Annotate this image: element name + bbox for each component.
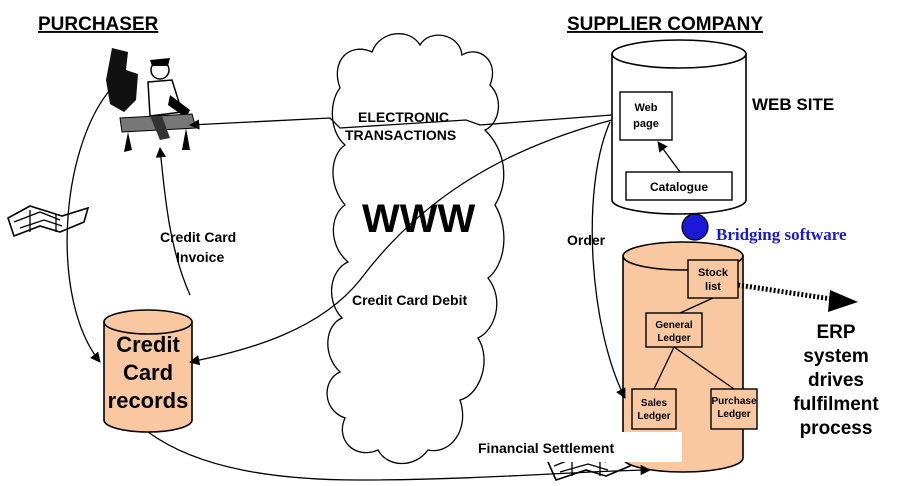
stock-line2: list [705,281,721,293]
erp-line5: process [800,418,873,439]
sales-ledger-box [632,389,676,429]
purchase-line1: Purchase [711,396,756,407]
general-line2: Ledger [657,333,690,344]
web-site-label: WEB SITE [752,95,834,114]
purchaser-person-icon [106,48,196,152]
credit-card-debit-label: Credit Card Debit [352,292,467,308]
records-line3: records [108,388,189,413]
erp-line2: system [803,346,869,367]
bridging-label: Bridging software [716,225,847,244]
erp-line3: drives [808,370,864,391]
general-line1: General [655,320,692,331]
web-page-line1: Web [634,102,657,114]
purchase-line2: Ledger [717,409,750,420]
erp-line4: fulfilment [793,394,879,415]
money-stack-icon [8,206,88,236]
erp-arrowhead-icon [828,290,858,312]
order-label: Order [567,232,606,248]
erp-line1: ERP [816,322,855,343]
transactions-label: TRANSACTIONS [345,127,456,143]
invoice-line2: Invoice [176,249,224,265]
sales-line1: Sales [641,398,668,409]
web-page-box [620,92,672,140]
erp-out-arrow [738,285,838,300]
stock-line1: Stock [698,267,729,279]
financial-settlement-label: Financial Settlement [478,440,614,456]
purchaser-heading: PURCHASER [38,14,159,35]
web-page-line2: page [633,118,659,130]
www-cloud [327,34,504,464]
sales-line2: Ledger [637,411,670,422]
records-line2: Card [123,360,173,385]
catalogue-label: Catalogue [650,180,708,194]
bridging-node [682,214,708,240]
invoice-arrow [160,148,190,295]
electronic-label: ELECTRONIC [358,109,449,125]
supplier-heading: SUPPLIER COMPANY [567,14,763,35]
www-label: WWW [362,197,476,241]
records-line1: Credit [116,332,180,357]
